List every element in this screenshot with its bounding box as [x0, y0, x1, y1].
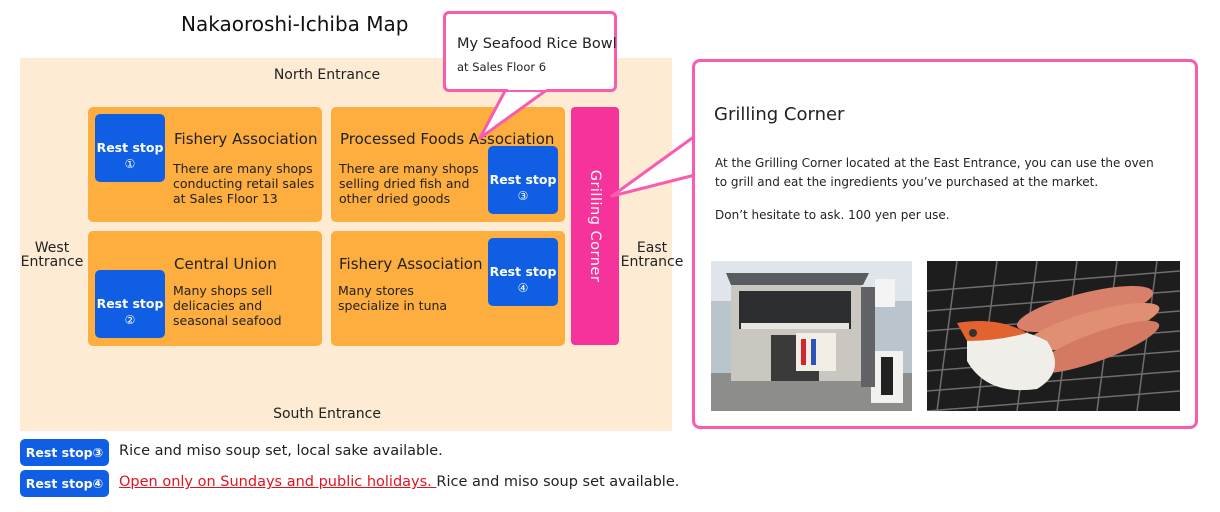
rest-stop-number: ② [124, 313, 136, 327]
seafood-rice-bowl-callout[interactable]: My Seafood Rice Bowl at Sales Floor 6 [443, 11, 617, 92]
east-entrance-label: East Entrance [616, 241, 688, 269]
zone-desc-line: selling dried fish and [339, 176, 470, 191]
grill-panel-note: Don’t hesitate to ask. 100 yen per use. [715, 208, 950, 222]
zone-desc-line: There are many shops [173, 161, 313, 176]
grilling-corner-info-panel: Grilling Corner At the Grilling Corner l… [692, 59, 1198, 429]
map-title: Nakaoroshi-Ichiba Map [181, 12, 409, 36]
zone-desc-line: Many stores [338, 283, 414, 298]
legend-holiday-notice: Open only on Sundays and public holidays… [119, 474, 437, 490]
legend-rest-stop-4-desc: Rice and miso soup set available. [436, 474, 680, 490]
rest-stop-1[interactable]: Rest stop ① [95, 114, 165, 182]
zone-desc-line: There are many shops [339, 161, 479, 176]
rest-stop-3[interactable]: Rest stop ③ [488, 146, 558, 214]
zone-desc-line: delicacies and [173, 298, 263, 313]
east-entrance-line1: East [636, 240, 668, 256]
grilled-seafood-photo [927, 261, 1180, 411]
grill-desc-line: At the Grilling Corner located at the Ea… [715, 156, 1154, 170]
rest-stop-4[interactable]: Rest stop ④ [488, 238, 558, 306]
north-entrance-label: North Entrance [273, 67, 381, 83]
callout-pointer-joint [508, 86, 546, 90]
zone-description: There are many shops selling dried fish … [339, 161, 479, 206]
west-entrance-line1: West [34, 240, 70, 256]
rest-stop-number: ① [124, 157, 136, 171]
rest-stop-label: Rest stop [96, 140, 164, 155]
grill-desc-line: to grill and eat the ingredients you’ve … [715, 175, 1099, 189]
callout-title: My Seafood Rice Bowl [457, 36, 617, 52]
rest-stop-number: ③ [517, 189, 529, 203]
zone-central-union[interactable]: Central Union Many shops sell delicacies… [88, 231, 322, 346]
rest-stop-label: Rest stop [489, 264, 557, 279]
zone-title: Central Union [174, 255, 277, 273]
zone-title: Fishery Association [174, 130, 318, 148]
zone-title: Fishery Association [339, 255, 483, 273]
south-entrance-label: South Entrance [273, 406, 381, 422]
zone-desc-line: Many shops sell [173, 283, 273, 298]
grilling-kiosk-photo [711, 261, 912, 411]
grill-callout-pointer [610, 134, 697, 198]
grill-panel-description: At the Grilling Corner located at the Ea… [715, 154, 1185, 192]
legend-rest-stop-4-badge[interactable]: Rest stop④ [20, 470, 109, 497]
rest-stop-number: ④ [517, 281, 529, 295]
east-entrance-line2: Entrance [620, 254, 684, 270]
west-entrance-line2: Entrance [20, 254, 84, 270]
callout-subtitle: at Sales Floor 6 [457, 60, 547, 74]
zone-desc-line: conducting retail sales [173, 176, 315, 191]
zone-desc-line: at Sales Floor 13 [173, 191, 278, 206]
legend-rest-stop-3-text: Rice and miso soup set, local sake avail… [119, 443, 443, 459]
grill-panel-heading: Grilling Corner [714, 104, 845, 125]
zone-desc-line: specialize in tuna [338, 298, 448, 313]
west-entrance-label: West Entrance [14, 241, 90, 269]
zone-desc-line: other dried goods [339, 191, 451, 206]
rest-stop-label: Rest stop [96, 296, 164, 311]
zone-description: There are many shops conducting retail s… [173, 161, 314, 206]
legend-rest-stop-3-badge[interactable]: Rest stop③ [20, 439, 109, 466]
grilling-corner-bar[interactable]: Grilling Corner [571, 107, 619, 345]
rest-stop-2[interactable]: Rest stop ② [95, 270, 165, 338]
zone-description: Many shops sell delicacies and seasonal … [173, 283, 282, 328]
legend-rest-stop-4-text: Open only on Sundays and public holidays… [119, 474, 679, 490]
rest-stop-label: Rest stop [489, 172, 557, 187]
zone-desc-line: seasonal seafood [173, 313, 282, 328]
zone-description: Many stores specialize in tuna [338, 283, 447, 313]
zone-title: Processed Foods Association [340, 130, 555, 148]
seafood-callout-pointer [478, 87, 550, 140]
